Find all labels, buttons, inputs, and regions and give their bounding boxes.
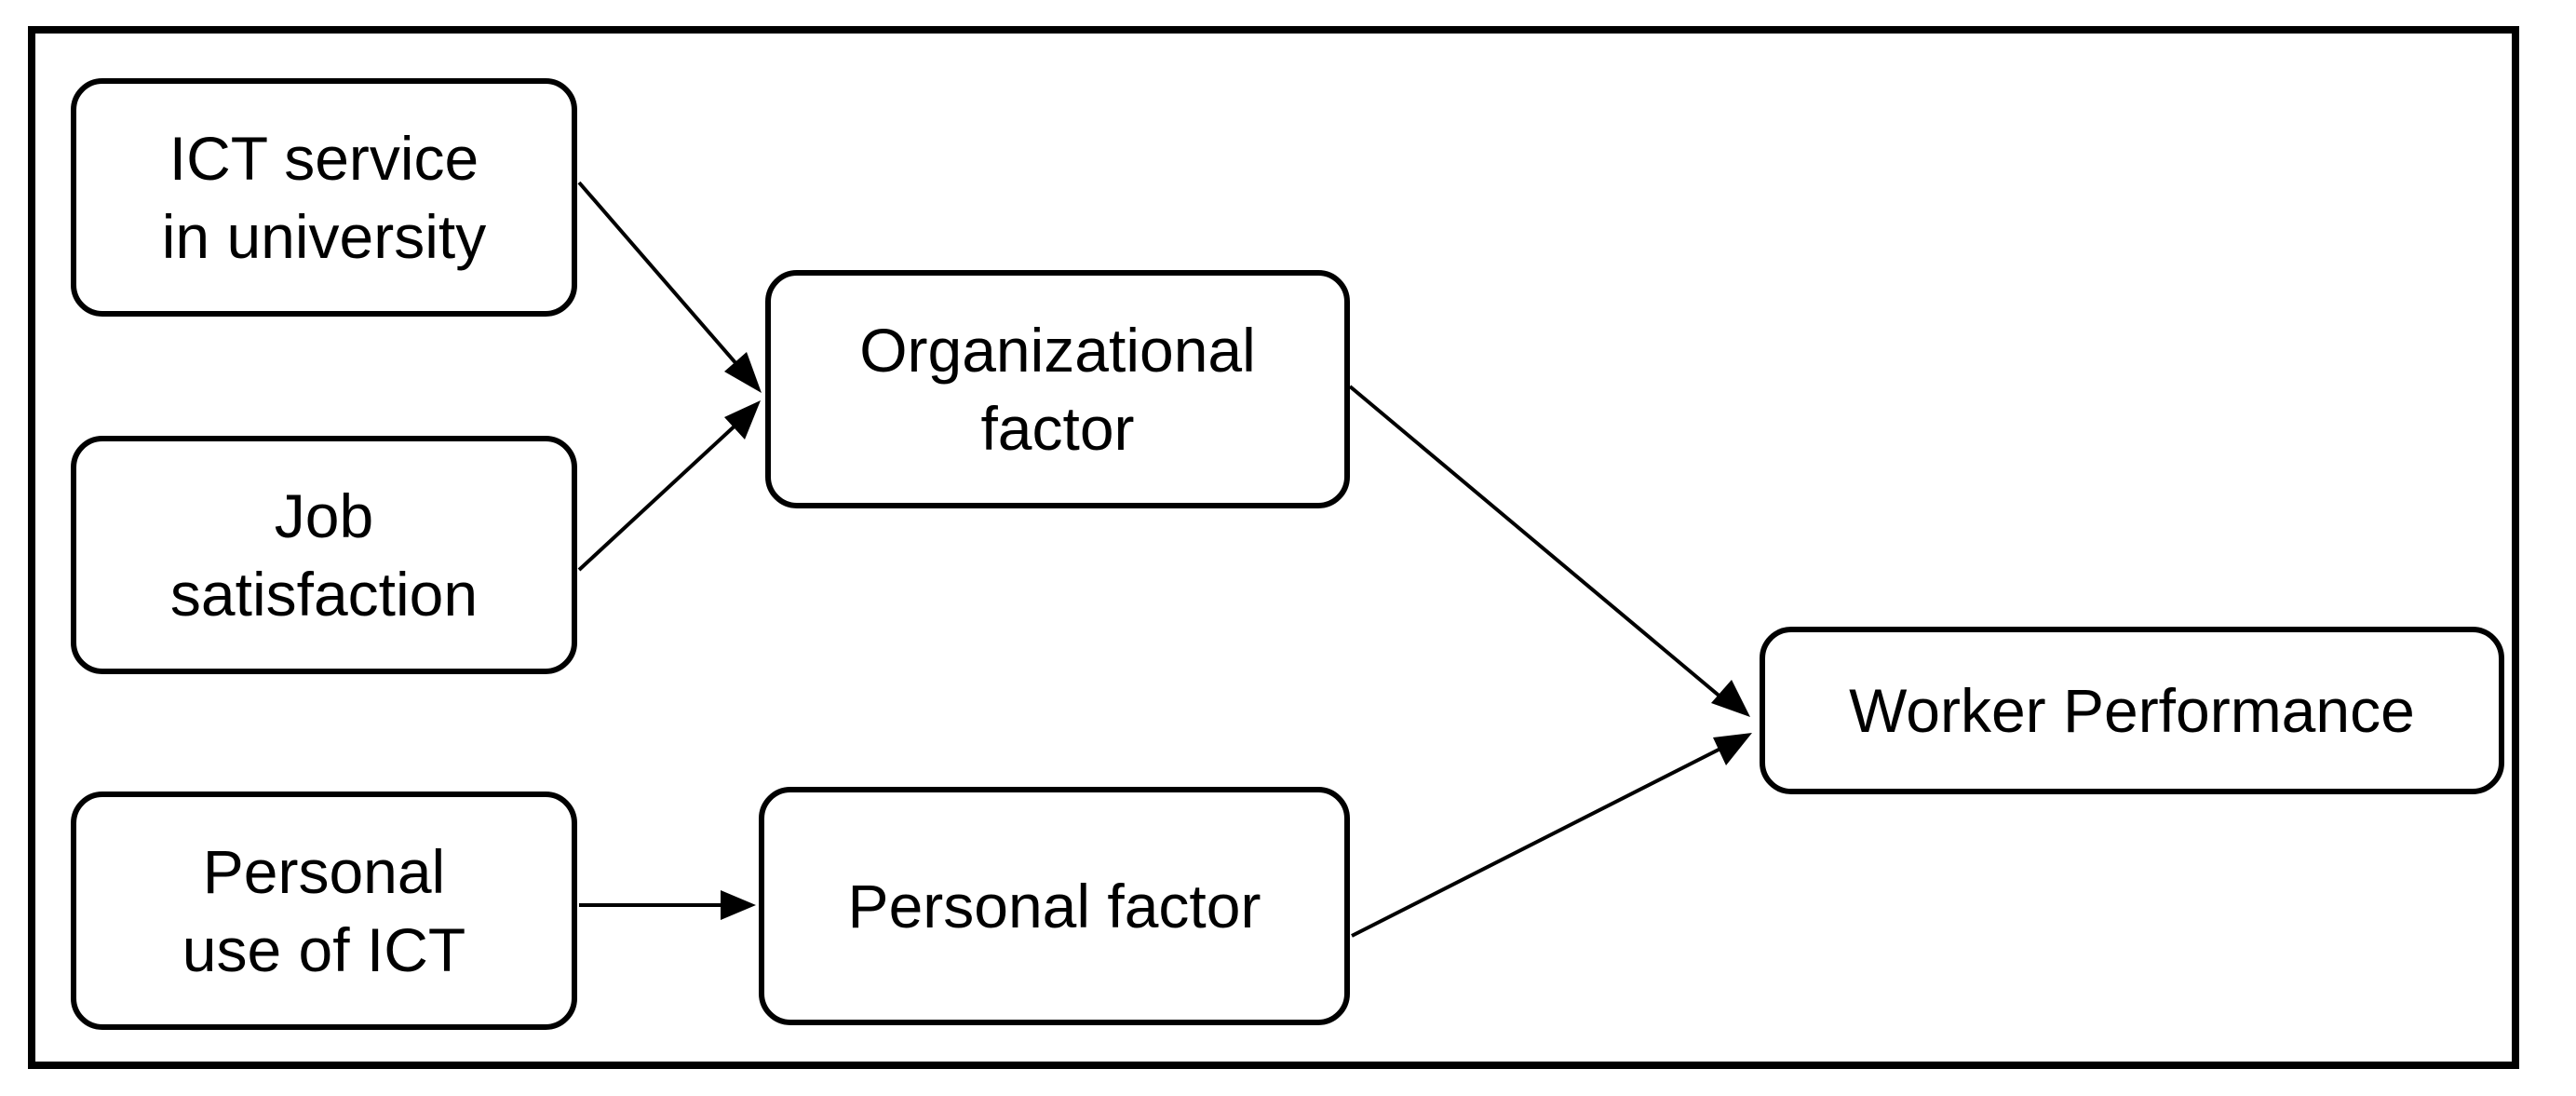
node-label-line: ICT service [169,123,479,193]
node-label-line: Personal factor [847,871,1261,940]
node-label-line: in university [161,202,487,271]
edge-ict-to-org [577,181,758,388]
node-label-line: factor [980,394,1135,463]
node-personal-use-of-ict: Personal use of ICT [71,792,577,1030]
arrowhead-org-to-worker [1711,680,1750,717]
node-personal-factor: Personal factor [759,787,1350,1025]
node-label-line: Worker Performance [1849,675,2415,745]
edge-job-to-org [577,408,754,572]
edge-pers-to-worker [1351,746,1723,938]
node-label-line: Job [274,480,374,550]
node-label-line: satisfaction [169,560,479,629]
node-job-satisfaction: Job satisfaction [71,436,577,674]
node-label: ICT service in university [162,119,486,277]
node-label: Personal factor [848,867,1261,945]
node-label: Job satisfaction [170,477,478,634]
arrowhead-job-to-org [724,400,761,440]
node-worker-performance: Worker Performance [1760,627,2504,794]
diagram-frame [28,26,2519,1069]
arrowhead-ict-to-org [724,352,762,393]
node-label: Personal use of ICT [182,832,465,990]
node-label-line: Personal [202,836,446,906]
node-label-line: use of ICT [182,915,466,984]
node-label: Worker Performance [1849,671,2415,750]
edge-org-to-worker [1348,385,1724,700]
arrowhead-puse-to-pers [721,890,756,920]
node-label-line: Organizational [859,315,1256,385]
arrowhead-pers-to-worker [1713,733,1752,765]
node-organizational-factor: Organizational factor [765,270,1350,508]
node-ict-service-in-university: ICT service in university [71,78,577,317]
node-label: Organizational factor [859,311,1256,468]
